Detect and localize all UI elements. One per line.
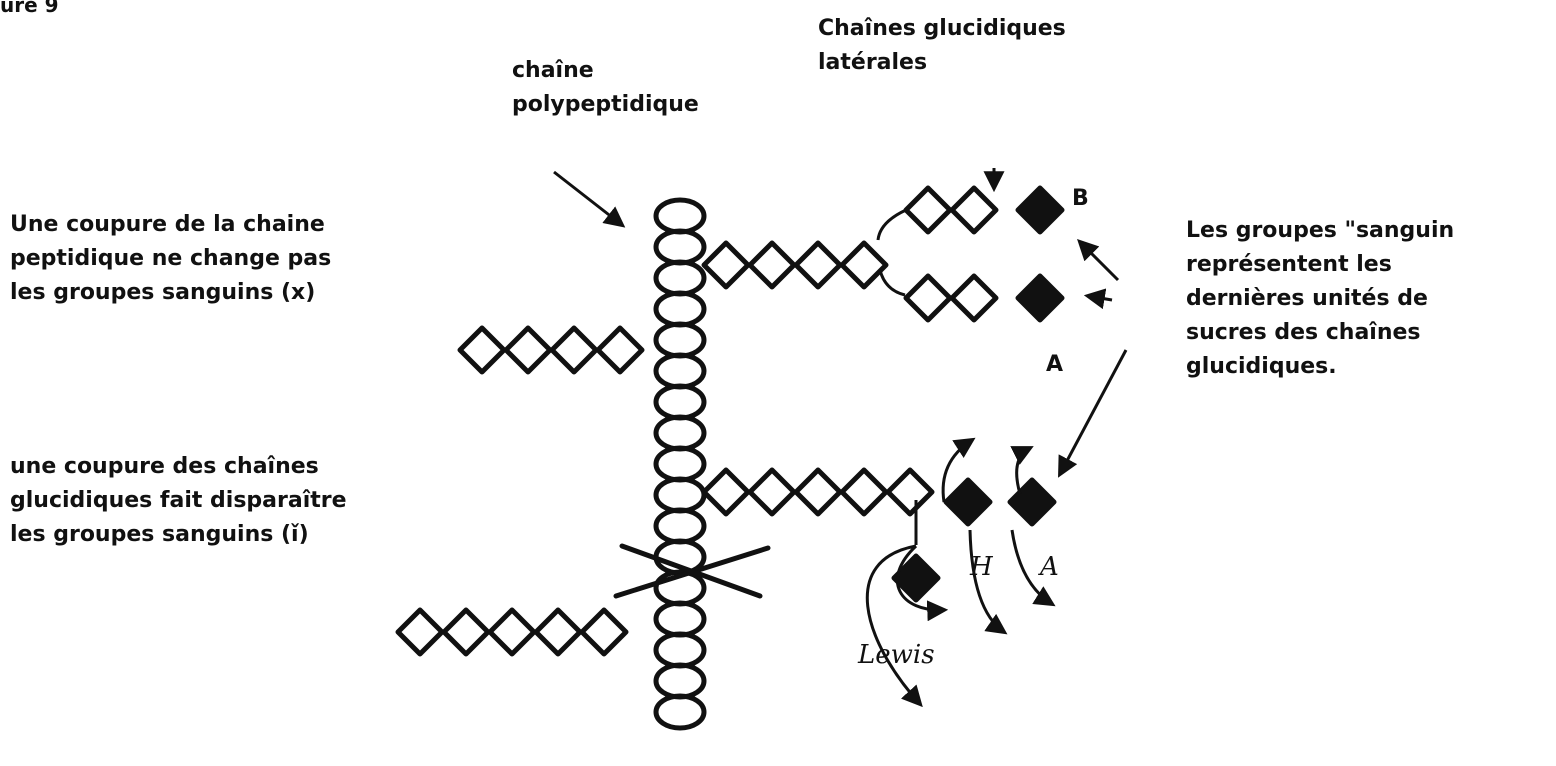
amino-acid-unit [656, 665, 704, 697]
arrow-to-A [1088, 296, 1112, 300]
amino-acid-unit [656, 603, 704, 635]
sugar-unit [952, 276, 996, 320]
amino-acid-unit [656, 231, 704, 263]
marker-H: H [970, 552, 993, 582]
amino-acid-unit [656, 324, 704, 356]
amino-acid-unit [656, 386, 704, 418]
sugar-unit [598, 328, 642, 372]
cut-mark [616, 546, 768, 596]
sugar-unit [842, 470, 886, 514]
sugar-unit [704, 470, 748, 514]
marker-lewis: Lewis [858, 640, 935, 670]
sugar-unit [796, 243, 840, 287]
sugar-unit [444, 610, 488, 654]
sugar-unit [906, 188, 950, 232]
amino-acid-unit [656, 262, 704, 294]
sugar-unit [750, 243, 794, 287]
terminal-sugar-unit [1018, 188, 1062, 232]
sugar-unit [490, 610, 534, 654]
marker-B: B [1072, 186, 1089, 211]
sugar-unit [750, 470, 794, 514]
terminal-sugar-unit [1010, 480, 1054, 524]
terminal-sugar-unit [1018, 276, 1062, 320]
marker-A-bottom: A [1040, 552, 1059, 582]
terminal-sugar-unit [946, 480, 990, 524]
amino-acid-unit [656, 200, 704, 232]
sugar-unit [952, 188, 996, 232]
sugar-unit [888, 470, 932, 514]
sugar-unit [796, 470, 840, 514]
sugar-unit [460, 328, 504, 372]
amino-acid-unit [656, 479, 704, 511]
amino-acid-unit [656, 696, 704, 728]
sugar-unit [906, 276, 950, 320]
sugar-unit [704, 243, 748, 287]
amino-acid-unit [656, 355, 704, 387]
sugar-unit [842, 243, 886, 287]
amino-acid-unit [656, 634, 704, 666]
sugar-unit [398, 610, 442, 654]
sugar-unit [536, 610, 580, 654]
polypeptide-chain [656, 200, 704, 728]
sugar-unit [506, 328, 550, 372]
arrow-to-B [1080, 242, 1118, 280]
sugar-unit [552, 328, 596, 372]
arrow-to-terminal-A [1060, 350, 1126, 474]
branch-connector [878, 210, 906, 240]
amino-acid-unit [656, 417, 704, 449]
sugar-unit [582, 610, 626, 654]
amino-acid-unit [656, 510, 704, 542]
amino-acid-unit [656, 293, 704, 325]
marker-A-top: A [1046, 352, 1063, 377]
arrow-to-chain [554, 172, 622, 225]
arrows [554, 168, 1126, 704]
branch-connector [880, 270, 905, 295]
amino-acid-unit [656, 448, 704, 480]
